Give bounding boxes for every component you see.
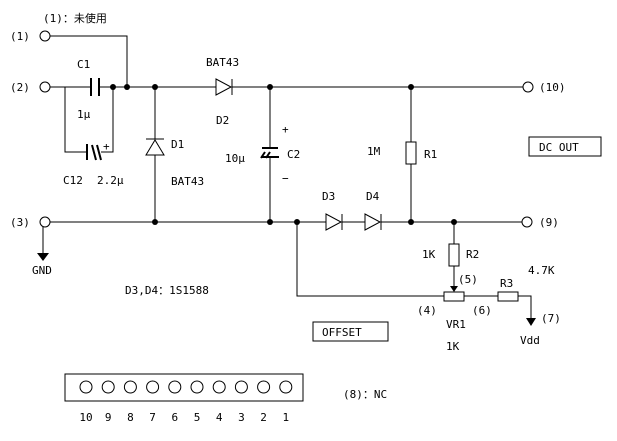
vr1-wiper-arrow	[450, 286, 458, 292]
connector-pin	[79, 380, 93, 394]
r1-value: 1M	[367, 145, 381, 158]
junction-dot	[124, 84, 130, 90]
d2-ref: D2	[216, 114, 229, 127]
dc-out-box	[528, 136, 602, 157]
junction-dot	[408, 219, 414, 225]
terminal-9	[521, 216, 533, 228]
c1-value: 1μ	[77, 108, 91, 121]
connector-pin	[168, 380, 182, 394]
connector-pin-number: 6	[171, 411, 178, 424]
connector-pin	[190, 380, 204, 394]
connector-pin	[146, 380, 160, 394]
junction-dot	[451, 219, 457, 225]
d3-ref: D3	[322, 190, 335, 203]
offset-label: OFFSET	[322, 326, 362, 339]
wire-c12-left	[64, 87, 86, 153]
terminal-2	[39, 81, 51, 93]
terminal-6-label: (6)	[472, 304, 492, 317]
connector-pin	[234, 380, 248, 394]
r2-body	[448, 243, 460, 267]
vr1-ref: VR1	[446, 318, 466, 331]
connector-pin-number: 5	[194, 411, 201, 424]
terminal-10-label: (10)	[539, 81, 566, 94]
pin1-unused-note: (1)：未使用	[43, 12, 107, 25]
offset-box	[312, 321, 389, 342]
connector-pin	[257, 380, 271, 394]
connector-pin-number: 10	[79, 411, 92, 424]
d4-body	[364, 213, 382, 231]
c12-plus: +	[103, 140, 110, 153]
vdd-arrow	[526, 318, 536, 326]
diode-types-note: D3,D4：1S1588	[125, 284, 209, 297]
d4-ref: D4	[366, 190, 380, 203]
connector-pin	[123, 380, 137, 394]
terminal-10	[522, 81, 534, 93]
nc-note: (8)：NC	[343, 388, 387, 401]
r1-body	[405, 141, 417, 165]
wire-c12-right	[101, 87, 114, 153]
d1-value: BAT43	[171, 175, 204, 188]
c12-ref: C12	[63, 174, 83, 187]
terminal-1	[39, 30, 51, 42]
c12-value: 2.2μ	[97, 174, 124, 187]
d2-body	[215, 78, 233, 96]
gnd-label: GND	[32, 264, 52, 277]
c2-minus: −	[282, 172, 289, 185]
junction-dot	[152, 219, 158, 225]
dc-out-label: DC OUT	[539, 141, 579, 154]
connector-pin-number: 1	[282, 411, 289, 424]
connector-pin-numbers: 10 9 8 7 6 5 4 3 2 1	[79, 411, 289, 424]
vr1-body	[443, 291, 465, 302]
wire-offset-loop	[296, 222, 444, 297]
junction-dots	[110, 84, 457, 225]
r3-body	[497, 291, 519, 302]
vr1-value: 1K	[446, 340, 460, 353]
c2-ref: C2	[287, 148, 300, 161]
connector-pin-number: 3	[238, 411, 245, 424]
d1-ref: D1	[171, 138, 184, 151]
terminal-3-label: (3)	[10, 216, 30, 229]
junction-dot	[110, 84, 116, 90]
junction-dot	[267, 219, 273, 225]
d1-body	[145, 139, 165, 156]
connector-pin-number: 4	[216, 411, 223, 424]
connector-pin	[212, 380, 226, 394]
terminal-3	[39, 216, 51, 228]
connector-pin-number: 9	[105, 411, 112, 424]
c2-plus: +	[282, 123, 289, 136]
r2-value: 1K	[422, 248, 436, 261]
connector-pin	[279, 380, 293, 394]
vdd-label: Vdd	[520, 334, 540, 347]
wire-r3-vdd	[518, 295, 532, 318]
junction-dot	[294, 219, 300, 225]
c2-value: 10μ	[225, 152, 245, 165]
connector-pin-number: 8	[127, 411, 134, 424]
d3-body	[325, 213, 343, 231]
junction-dot	[408, 84, 414, 90]
terminal-2-label: (2)	[10, 81, 30, 94]
r3-value: 4.7K	[528, 264, 555, 277]
d2-value: BAT43	[206, 56, 239, 69]
terminal-7-label: (7)	[541, 312, 561, 325]
r1-ref: R1	[424, 148, 437, 161]
terminal-5-label: (5)	[458, 273, 478, 286]
c1-ref: C1	[77, 58, 90, 71]
terminal-1-label: (1)	[10, 30, 30, 43]
connector-pin	[101, 380, 115, 394]
terminal-4-label: (4)	[417, 304, 437, 317]
r2-ref: R2	[466, 248, 479, 261]
c12-plate-b2	[96, 144, 102, 161]
junction-dot	[267, 84, 273, 90]
junction-dot	[152, 84, 158, 90]
connector-pin-number: 2	[260, 411, 267, 424]
gnd-symbol	[37, 253, 49, 261]
c12-plate-b1	[91, 144, 97, 161]
terminal-9-label: (9)	[539, 216, 559, 229]
connector-pin-number: 7	[149, 411, 156, 424]
r3-ref: R3	[500, 277, 513, 290]
connector-pins	[79, 380, 293, 394]
c2-plate-b1	[260, 151, 266, 159]
wire-terminal-1	[50, 35, 128, 87]
